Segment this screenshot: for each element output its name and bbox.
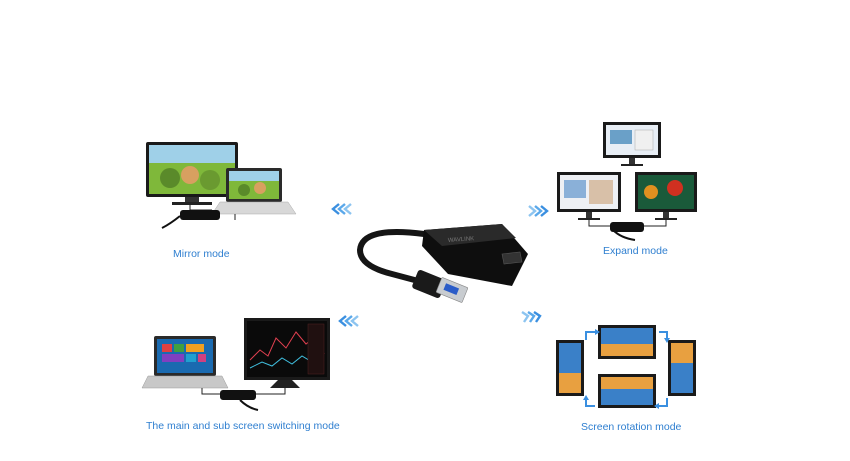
expand-mode-illustration bbox=[557, 122, 697, 241]
arrow-to-mirror-icon bbox=[331, 203, 352, 215]
adapter-brand-text: WAVLINK bbox=[448, 236, 475, 244]
switching-mode-illustration bbox=[141, 318, 330, 411]
rotation-mode-label: Screen rotation mode bbox=[581, 421, 682, 433]
arrow-to-rotation-icon bbox=[521, 311, 542, 323]
switching-mode-label: The main and sub screen switching mode bbox=[146, 420, 340, 432]
usb-hdmi-adapter: WAVLINK bbox=[356, 224, 528, 303]
mirror-mode-illustration bbox=[146, 142, 297, 229]
arrow-to-switching-icon bbox=[338, 315, 359, 327]
mirror-mode-label: Mirror mode bbox=[173, 248, 230, 260]
arrow-to-expand-icon bbox=[528, 205, 549, 217]
rotation-mode-illustration bbox=[556, 325, 696, 409]
expand-mode-label: Expand mode bbox=[603, 245, 668, 257]
